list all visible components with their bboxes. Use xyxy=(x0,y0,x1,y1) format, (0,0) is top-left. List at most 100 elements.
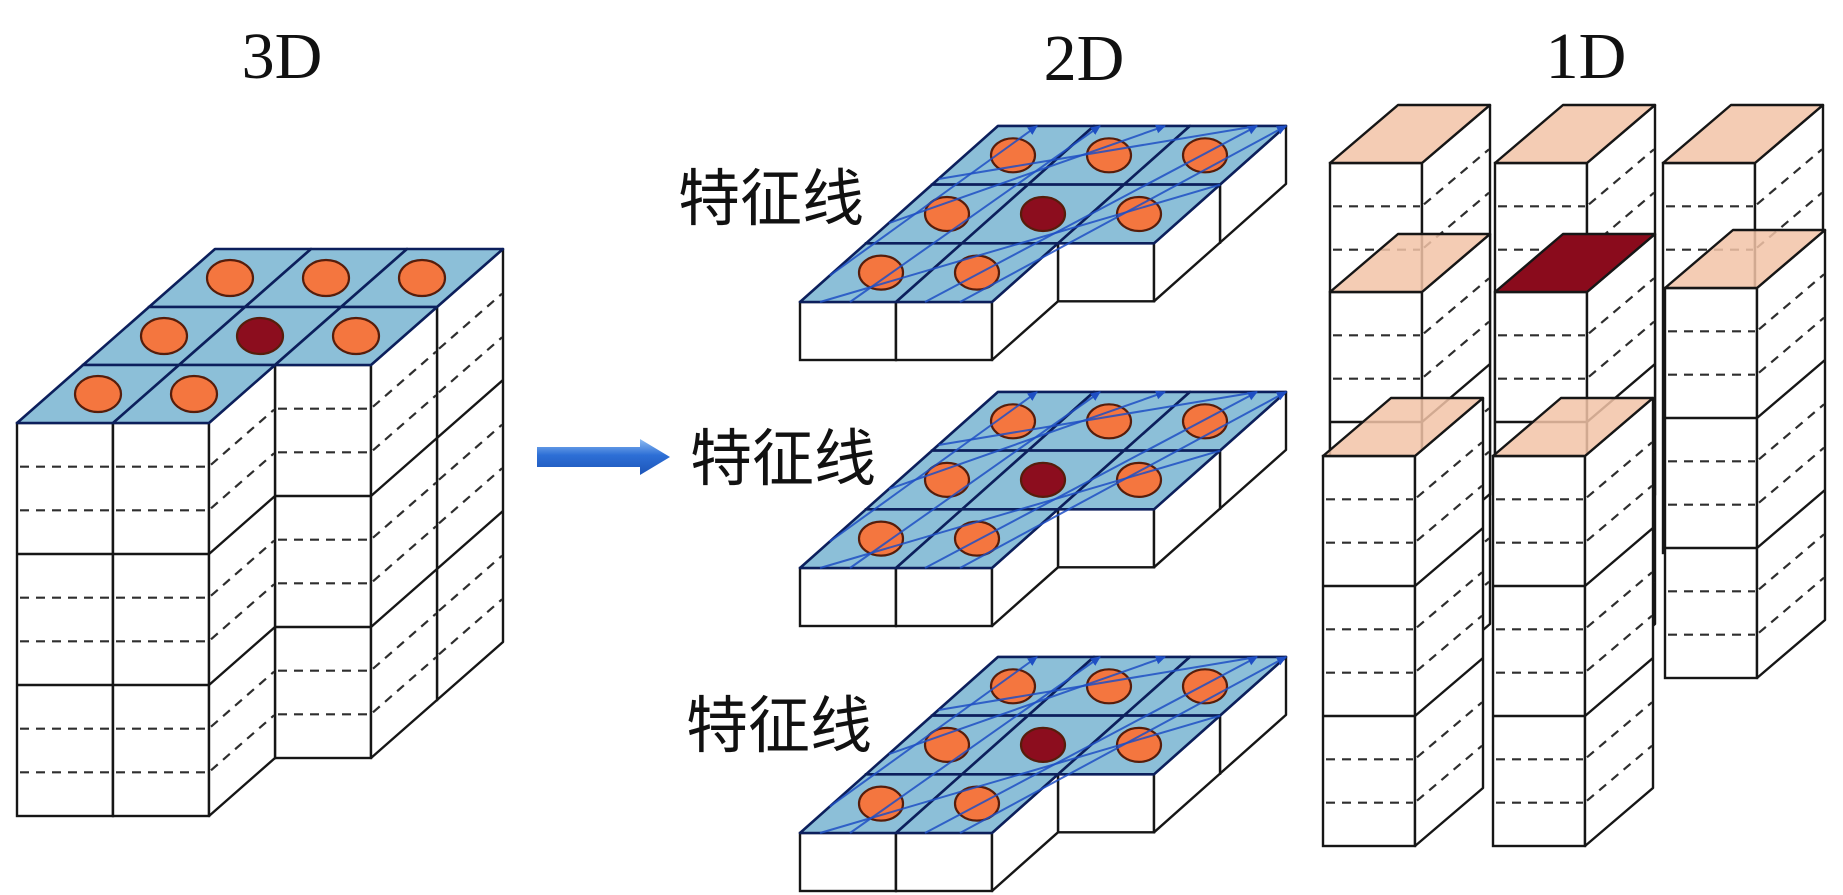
tier-line xyxy=(370,568,438,628)
feature-line xyxy=(924,391,1258,569)
side-face xyxy=(1755,228,1827,680)
neighbor-point xyxy=(139,316,189,356)
dash-line xyxy=(1416,484,1483,542)
arrow-right-icon xyxy=(537,439,670,475)
tier-line xyxy=(1756,359,1826,419)
front-face xyxy=(894,566,994,628)
side-face xyxy=(207,363,277,818)
dash-line xyxy=(210,539,275,597)
dash-line xyxy=(438,554,503,612)
dash-line xyxy=(1416,701,1483,759)
feature-line xyxy=(888,124,1166,224)
feature-slab xyxy=(798,390,1288,628)
neighbor-point xyxy=(1181,403,1229,440)
dash-line xyxy=(1756,148,1823,206)
slab-cube xyxy=(894,773,1060,893)
dash-line xyxy=(1586,441,1653,499)
tier-line xyxy=(436,510,504,570)
dash-line xyxy=(210,583,275,641)
dash-line xyxy=(1588,320,1655,378)
neighbor-point xyxy=(1181,668,1229,705)
feature-line xyxy=(959,656,1287,834)
front-face xyxy=(1056,773,1156,834)
front-face xyxy=(15,421,115,818)
neighbor-point xyxy=(397,258,447,298)
center-column-top xyxy=(1493,232,1657,294)
dash-line xyxy=(1423,320,1490,378)
tier-line xyxy=(208,626,276,686)
dash-line xyxy=(372,656,437,714)
column-3d xyxy=(273,305,439,760)
tier-line xyxy=(1584,527,1654,587)
column-top xyxy=(1328,232,1492,294)
side-face xyxy=(369,305,439,760)
side-face xyxy=(1583,396,1655,848)
column-top xyxy=(1328,103,1492,165)
feature-line xyxy=(924,125,1258,303)
dash-line xyxy=(210,408,275,466)
center-point xyxy=(235,316,285,356)
slab-cube xyxy=(1056,449,1222,569)
dash-line xyxy=(372,394,437,452)
neighbor-point xyxy=(1181,137,1229,174)
front-face xyxy=(798,831,898,893)
tier-line xyxy=(1584,657,1654,717)
side-face xyxy=(435,247,505,702)
front-face xyxy=(1056,508,1156,569)
feature-line xyxy=(849,391,1101,569)
front-face xyxy=(1663,286,1759,680)
dash-line xyxy=(1586,484,1653,542)
dash-line xyxy=(1588,191,1655,249)
column-top xyxy=(1661,103,1825,165)
center-point xyxy=(1019,461,1067,498)
feature-line xyxy=(819,714,1221,834)
feature-line xyxy=(888,655,1166,755)
feature-line xyxy=(849,656,1101,834)
dash-line xyxy=(1758,316,1825,374)
columns-1d xyxy=(1321,103,1827,848)
dash-line xyxy=(372,525,437,583)
feature-line-label: 特征线 xyxy=(678,162,864,235)
column-1d xyxy=(1663,228,1827,680)
feature-slab xyxy=(798,655,1288,893)
feature-line xyxy=(849,125,1101,303)
dash-line xyxy=(438,336,503,394)
neighbor-point xyxy=(1085,668,1133,705)
dash-line xyxy=(438,467,503,525)
title-1d: 1D xyxy=(1546,20,1627,93)
dash-line xyxy=(438,423,503,481)
front-face xyxy=(798,300,898,362)
dash-line xyxy=(210,452,275,510)
feature-line xyxy=(888,390,1166,490)
front-face xyxy=(894,831,994,893)
neighbor-point xyxy=(73,374,123,414)
column-1d xyxy=(1321,396,1485,848)
feature-lines xyxy=(819,390,1287,569)
neighbor-point xyxy=(169,374,219,414)
column-1d xyxy=(1491,396,1655,848)
feature-line-label: 特征线 xyxy=(686,689,872,762)
feature-line xyxy=(829,656,1038,808)
feature-slab xyxy=(798,124,1288,362)
tier-line xyxy=(1414,657,1484,717)
front-face xyxy=(111,421,211,818)
feature-line-label: 特征线 xyxy=(690,422,876,495)
front-face xyxy=(1056,242,1156,303)
feature-line xyxy=(924,656,1258,834)
column-top xyxy=(1493,103,1657,165)
dash-line xyxy=(1586,571,1653,629)
dash-line xyxy=(1758,576,1825,634)
feature-line xyxy=(819,183,1221,303)
column-top xyxy=(1663,228,1827,290)
neighbor-point xyxy=(923,726,971,764)
tier-line xyxy=(1414,527,1484,587)
dash-line xyxy=(438,598,503,656)
dash-line xyxy=(1423,191,1490,249)
feature-line xyxy=(959,391,1287,569)
dash-line xyxy=(1588,148,1655,206)
dash-line xyxy=(1416,614,1483,672)
feature-lines xyxy=(819,124,1287,303)
dash-line xyxy=(1416,744,1483,802)
top-surface-3d xyxy=(15,247,505,425)
